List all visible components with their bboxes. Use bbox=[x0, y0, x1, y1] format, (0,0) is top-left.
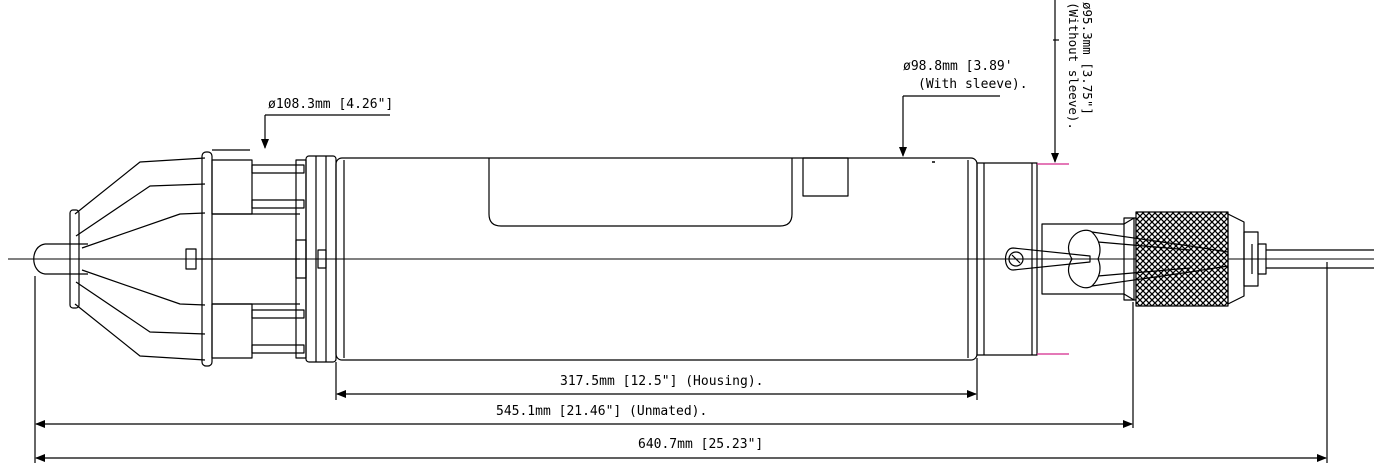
dim-without-sleeve bbox=[1051, 0, 1059, 163]
dim-cage-diameter bbox=[212, 114, 390, 151]
label-cage-diameter: ø108.3mm [4.26"] bbox=[268, 97, 394, 112]
sleeve bbox=[976, 162, 1069, 356]
label-overall-length: 640.7mm [25.23"] bbox=[638, 437, 764, 452]
label-housing-length: 317.5mm [12.5"] (Housing). bbox=[560, 374, 764, 389]
connector-assembly bbox=[1041, 211, 1374, 307]
label-without-sleeve-note: (Without sleeve). bbox=[1066, 2, 1081, 130]
label-with-sleeve-diameter: ø98.8mm [3.89' bbox=[903, 59, 1013, 74]
dim-with-sleeve bbox=[899, 95, 1000, 157]
main-housing bbox=[335, 157, 978, 361]
label-without-sleeve-diameter: ø95.3mm [3.75"] bbox=[1080, 2, 1095, 115]
label-without-sleeve-group: ø95.3mm [3.75"] (Without sleeve). bbox=[1037, 2, 1095, 162]
shackle-ring bbox=[1004, 247, 1091, 271]
label-unmated-length: 545.1mm [21.46"] (Unmated). bbox=[496, 404, 708, 419]
label-with-sleeve-note: (With sleeve). bbox=[918, 77, 1028, 92]
